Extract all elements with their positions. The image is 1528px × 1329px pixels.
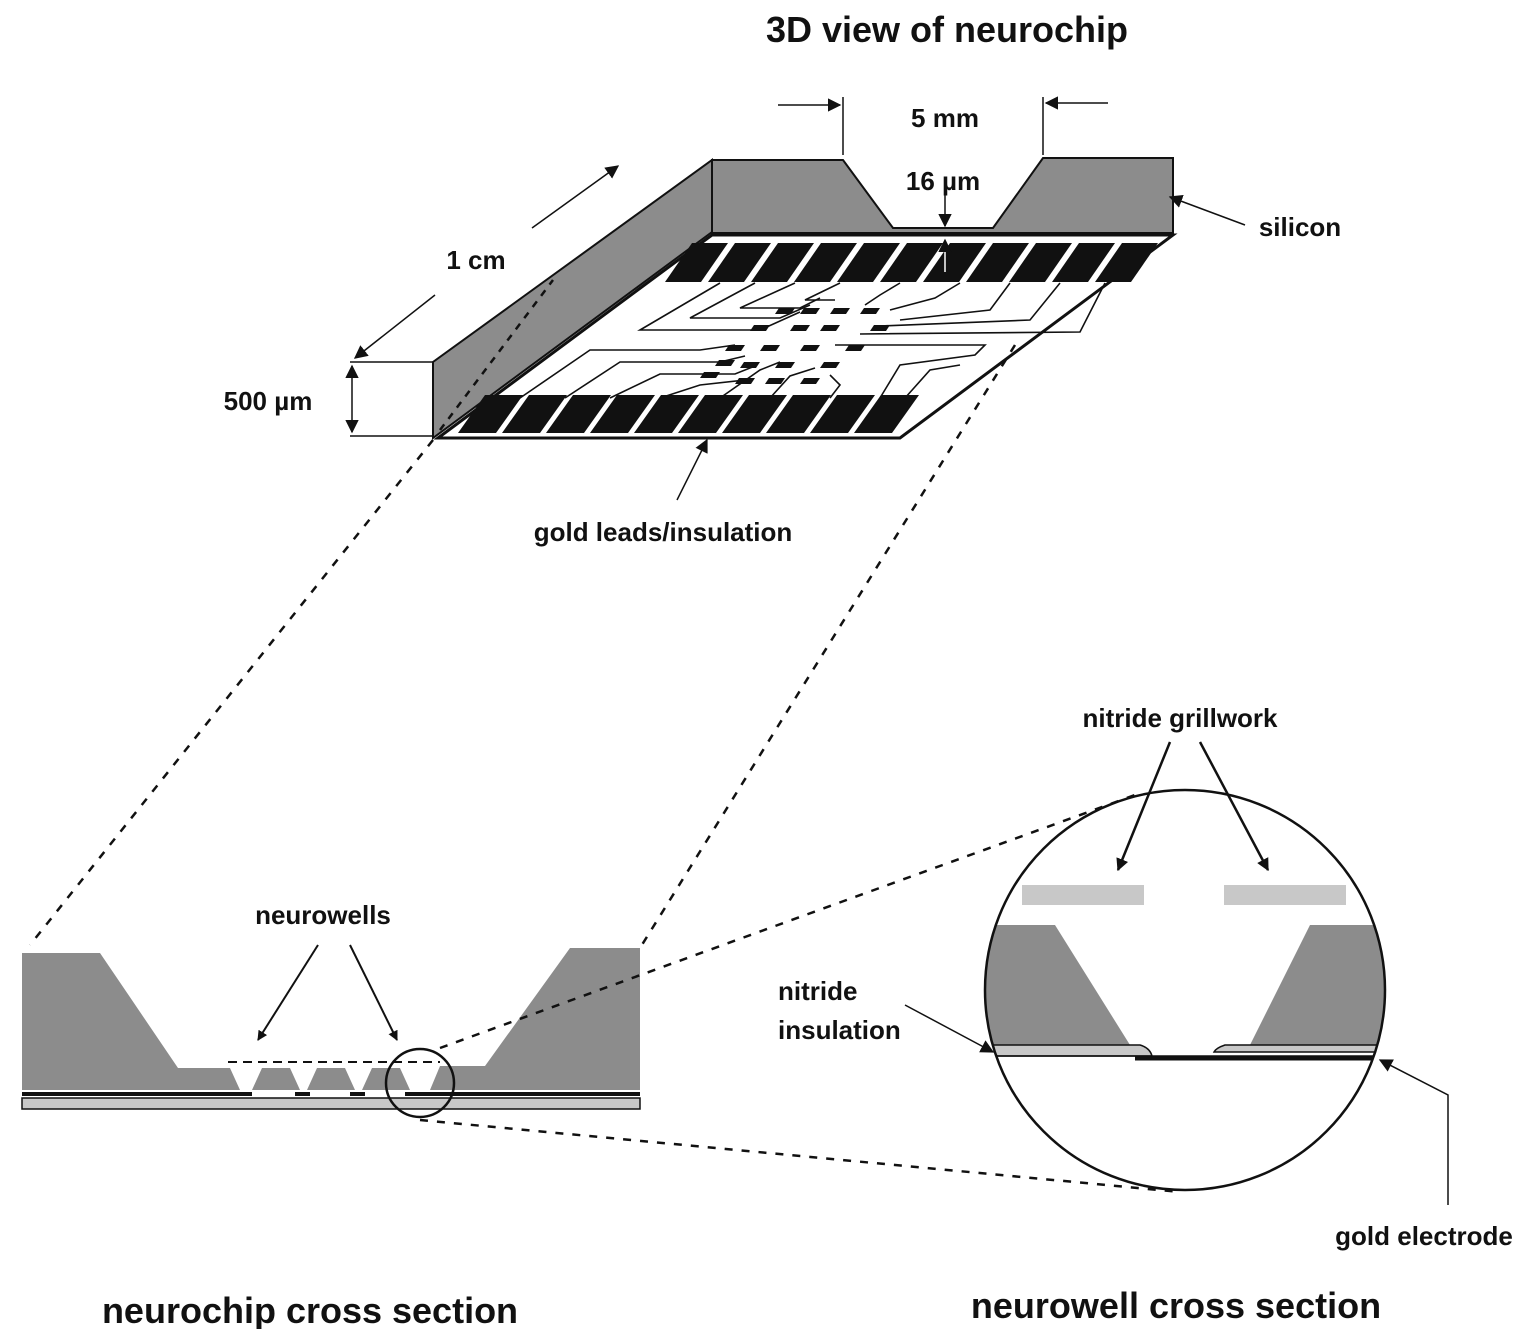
electrode-pad	[775, 308, 795, 314]
depth-label: 16 µm	[906, 166, 980, 196]
zoom-circle-small	[384, 1047, 456, 1119]
length-label: 1 cm	[446, 245, 505, 275]
contact-pad	[810, 395, 875, 433]
contact-pad	[1052, 243, 1115, 282]
contact-pad	[458, 395, 523, 433]
electrode-pad	[760, 345, 780, 351]
electrode-pad	[790, 325, 810, 331]
contact-pad	[923, 243, 986, 282]
electrode-pad	[800, 345, 820, 351]
width-label: 5 mm	[911, 103, 979, 133]
contact-pad	[837, 243, 900, 282]
contact-pad	[634, 395, 699, 433]
contact-pad	[966, 243, 1029, 282]
grillwork-pointer-left	[1116, 741, 1172, 872]
contact-pad	[678, 395, 743, 433]
zoom-projection-lines	[419, 793, 1181, 1194]
grillwork-pointer-right	[1198, 741, 1270, 872]
thickness-label: 500 µm	[224, 386, 313, 416]
hidden-edge	[439, 279, 554, 431]
electrode-pad	[700, 372, 720, 378]
silicon-label: silicon	[1259, 212, 1341, 242]
electrode-pad	[800, 378, 820, 384]
chip-cross-section	[21, 944, 641, 1119]
zoom-circle-large	[983, 788, 1387, 1192]
section-silicon-right	[430, 948, 640, 1090]
electrode-pad	[830, 308, 850, 314]
contact-pad	[708, 243, 771, 282]
neurochip-section-caption: neurochip cross section	[102, 1290, 518, 1329]
section-nitride-base	[21, 1097, 641, 1110]
nitride-insulation-label-line1: nitride	[778, 976, 857, 1006]
gold-electrode-pointer	[1378, 1059, 1449, 1205]
contact-pad	[1095, 243, 1158, 282]
electrode-pad	[820, 325, 840, 331]
electrode-pad	[820, 362, 840, 368]
gold-lead-traces	[519, 282, 1106, 399]
chip-floor	[433, 233, 1178, 440]
electrode-pad	[775, 362, 795, 368]
electrode-pad	[735, 378, 755, 384]
section-silicon-body	[22, 953, 240, 1090]
electrode-pad	[800, 308, 820, 314]
section-well-pillars	[252, 1068, 410, 1090]
diagram-title: 3D view of neurochip	[766, 9, 1128, 50]
nitride-insulation-pointer	[904, 1004, 995, 1053]
grillwork-bar-right	[1224, 885, 1346, 905]
contact-pad	[794, 243, 857, 282]
nitride-insulation-label-line2: insulation	[778, 1015, 901, 1045]
electrode-pad	[740, 362, 760, 368]
nitride-grillwork-label: nitride grillwork	[1082, 703, 1278, 733]
contact-pad	[502, 395, 567, 433]
bottom-contact-pads	[458, 395, 919, 433]
grillwork-bar-left	[1022, 885, 1144, 905]
well-cross-section	[904, 741, 1449, 1205]
electrode-pad	[860, 308, 880, 314]
gold-electrode-label: gold electrode	[1335, 1221, 1513, 1251]
contact-pad	[546, 395, 611, 433]
central-electrode-array	[700, 308, 890, 384]
contact-pad	[1009, 243, 1072, 282]
neurowell-section-caption: neurowell cross section	[971, 1285, 1381, 1326]
neurowells-pointer-left	[257, 944, 319, 1041]
contact-pad	[590, 395, 655, 433]
gold-leads-pointer	[676, 438, 708, 501]
projection-lines	[29, 344, 1017, 949]
contact-pad	[665, 243, 728, 282]
well-nitride-right	[1212, 1044, 1385, 1053]
top-contact-pads	[665, 243, 1158, 282]
electrode-pad	[845, 345, 865, 351]
neurowells-pointer-right	[349, 944, 398, 1041]
contact-pad	[751, 243, 814, 282]
electrode-pad	[750, 325, 770, 331]
contact-pad	[854, 395, 919, 433]
contact-pad	[766, 395, 831, 433]
neurowells-label: neurowells	[255, 900, 391, 930]
well-silicon-left	[985, 925, 1130, 1045]
electrode-pad	[870, 325, 890, 331]
chip-back-face	[711, 157, 1174, 234]
electrode-pad	[715, 360, 735, 366]
gold-leads-label: gold leads/insulation	[534, 517, 793, 547]
electrode-pad	[765, 378, 785, 384]
electrode-pad	[725, 345, 745, 351]
well-silicon-right	[1250, 925, 1385, 1045]
contact-pad	[722, 395, 787, 433]
length-dim-arrow-upper	[531, 165, 620, 229]
chip-3d	[345, 96, 1246, 501]
well-nitride-left	[985, 1044, 1153, 1057]
contact-pad	[880, 243, 943, 282]
silicon-pointer	[1168, 194, 1246, 226]
length-dim-arrow-lower	[353, 294, 436, 359]
